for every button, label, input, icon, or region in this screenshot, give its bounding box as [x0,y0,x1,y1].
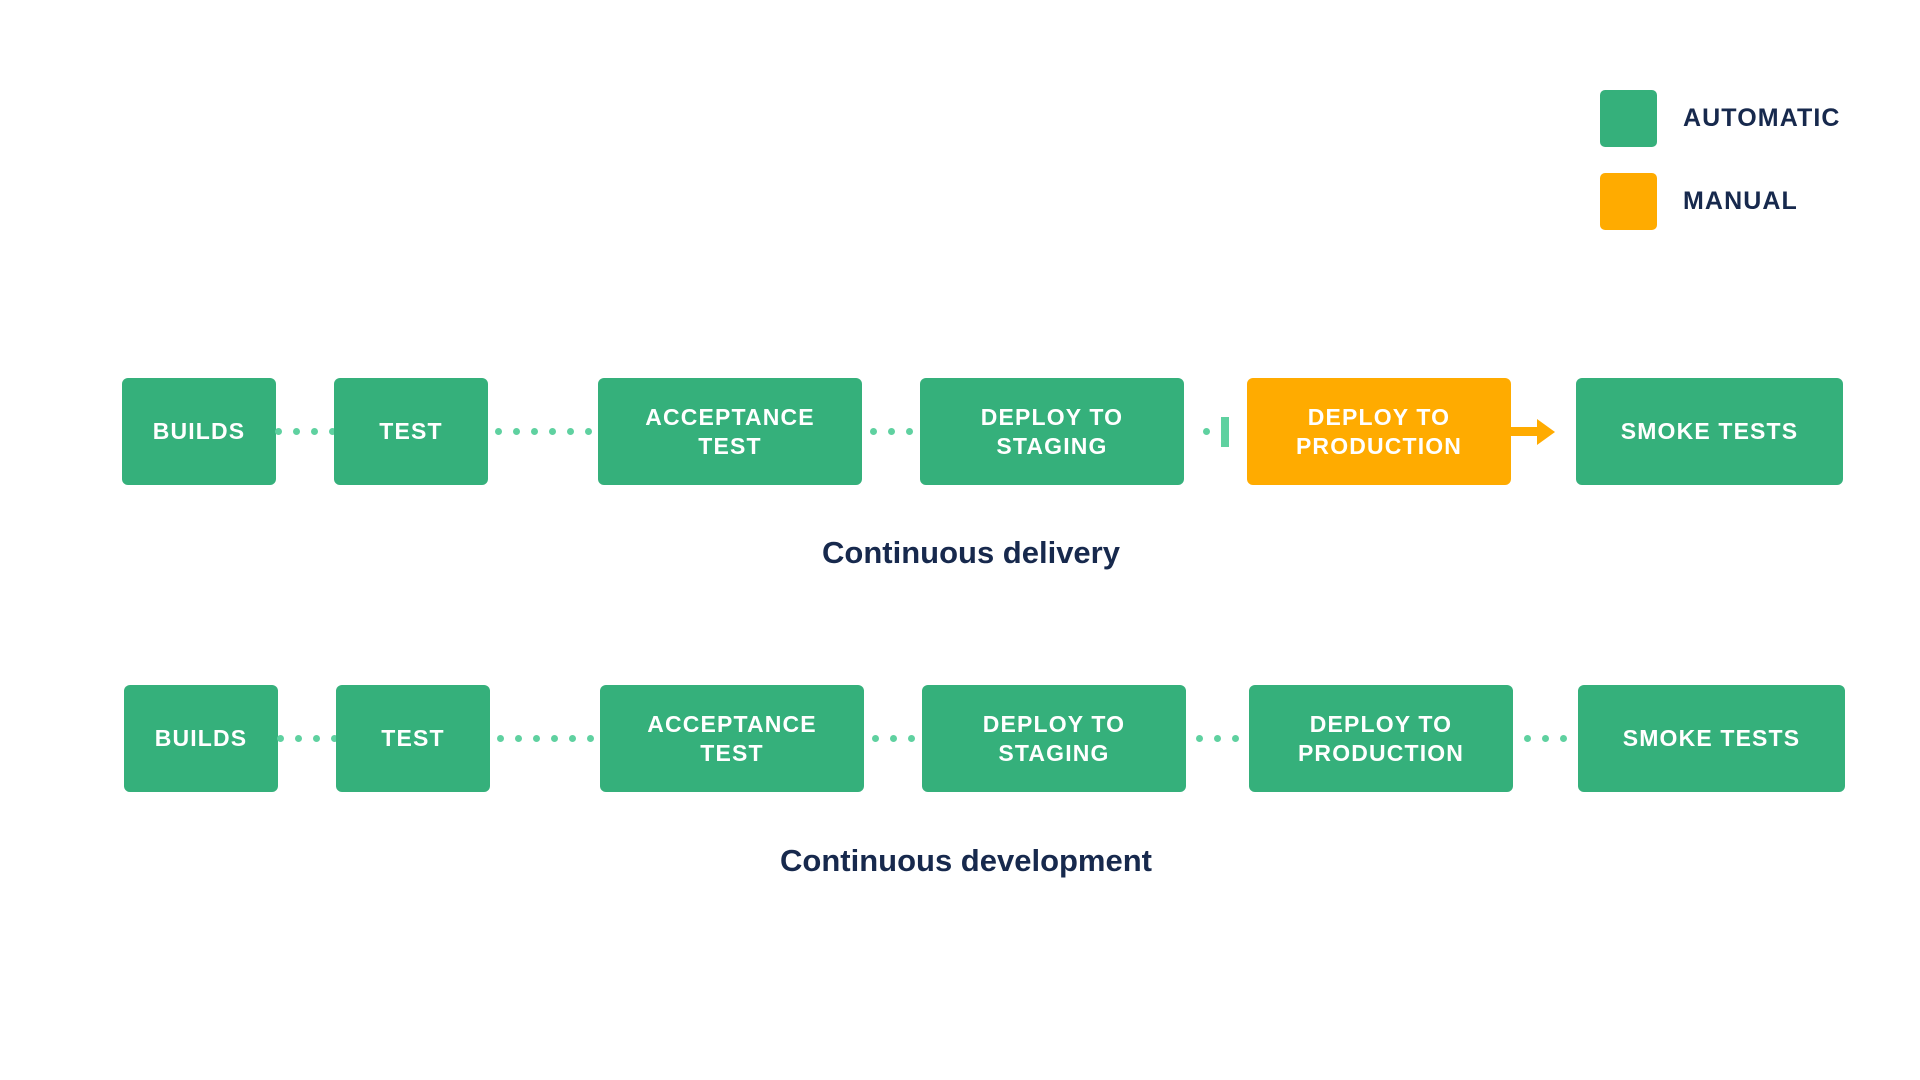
connector-dotted [488,378,598,485]
stage-label: TEST [379,418,443,445]
stage-label: SMOKE TESTS [1620,418,1799,445]
connector-dot [330,735,338,742]
stage-box-deploy-to-staging[interactable]: DEPLOY TO STAGING [920,378,1184,485]
stage-label: DEPLOY TO STAGING [982,711,1126,766]
stage-label: DEPLOY TO PRODUCTION [1295,404,1463,459]
caption-continuous-development: Continuous development [780,843,1152,878]
connector-dot [1542,735,1549,742]
stage-box-builds[interactable]: BUILDS [122,378,276,485]
legend: AUTOMATIC MANUAL [1600,90,1841,230]
manual-swatch [1600,173,1657,230]
stage-label: ACCEPTANCE TEST [647,711,817,766]
stage-box-builds[interactable]: BUILDS [124,685,278,792]
stage-box-smoke-tests[interactable]: SMOKE TESTS [1578,685,1845,792]
connector-dot [312,735,320,742]
connector-dot [869,428,877,435]
connector-dotted [862,378,920,485]
stage-label: TEST [381,725,445,752]
connector-dot [514,735,522,742]
connector-dot [292,428,300,435]
connector-dot [584,428,592,435]
connector-dot [276,735,284,742]
connector-dotted [1184,378,1247,485]
stage-box-test[interactable]: TEST [336,685,490,792]
connector-dot [905,428,913,435]
pipeline-continuous-delivery: BUILDS TEST ACCEPTANCE TEST DEPLOY TO STAGI… [122,378,1843,485]
connector-dot [871,735,879,742]
connector-dot [496,735,504,742]
connector-dotted [276,685,338,792]
connector-dot [1202,428,1210,435]
stage-label: BUILDS [152,418,246,445]
connector-dot [887,428,895,435]
stage-label: BUILDS [154,725,248,752]
arrow-shaft [1511,427,1537,436]
stage-label: ACCEPTANCE TEST [645,404,815,459]
stage-label: SMOKE TESTS [1622,725,1801,752]
connector-dot [1524,735,1531,742]
connector-dot [1214,735,1221,742]
arrow-head-icon [1537,418,1555,445]
stage-box-deploy-to-production[interactable]: DEPLOY TO PRODUCTION [1247,378,1511,485]
stage-box-deploy-to-staging[interactable]: DEPLOY TO STAGING [922,685,1186,792]
caption-continuous-delivery: Continuous delivery [822,535,1120,570]
stage-box-deploy-to-production[interactable]: DEPLOY TO PRODUCTION [1249,685,1513,792]
stage-box-acceptance-test[interactable]: ACCEPTANCE TEST [598,378,862,485]
connector-dot [548,428,556,435]
connector-dotted [864,685,922,792]
stage-label: DEPLOY TO STAGING [980,404,1124,459]
stage-box-test[interactable]: TEST [334,378,488,485]
legend-label: MANUAL [1683,187,1798,215]
connector-dot [550,735,558,742]
stage-box-acceptance-test[interactable]: ACCEPTANCE TEST [600,685,864,792]
connector-dot [310,428,318,435]
connector-dot [1196,735,1203,742]
connector-arrow [1511,378,1576,485]
connector-dot [328,428,336,435]
connector-dotted [490,685,600,792]
connector-dash-bar [1220,416,1229,447]
connector-dot [889,735,897,742]
legend-item-manual: MANUAL [1600,173,1841,230]
connector-dot [566,428,574,435]
connector-dot [1560,735,1567,742]
legend-label: AUTOMATIC [1683,104,1841,132]
stage-box-smoke-tests[interactable]: SMOKE TESTS [1576,378,1843,485]
connector-dot [512,428,520,435]
connector-dot [530,428,538,435]
connector-dot [294,735,302,742]
stage-label: DEPLOY TO PRODUCTION [1297,711,1465,766]
connector-dotted [1513,685,1578,792]
connector-dot [907,735,915,742]
connector-dot [1232,735,1239,742]
pipeline-continuous-development: BUILDS TEST ACCEPTANCE TEST DEPLOY TO STAGI… [124,685,1845,792]
automatic-swatch [1600,90,1657,147]
connector-dotted [1186,685,1249,792]
connector-dot [274,428,282,435]
connector-dot [494,428,502,435]
connector-dot [532,735,540,742]
connector-dotted [274,378,336,485]
connector-dot [586,735,594,742]
legend-item-automatic: AUTOMATIC [1600,90,1841,147]
connector-dot [568,735,576,742]
